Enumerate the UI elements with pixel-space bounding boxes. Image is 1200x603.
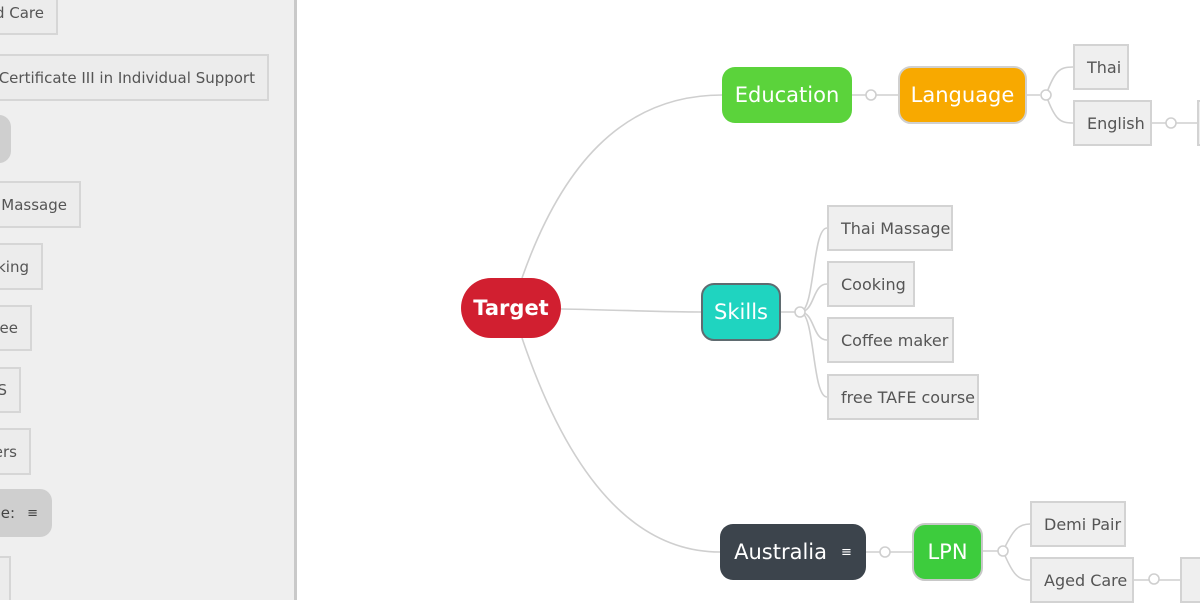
- topic-language[interactable]: Language: [898, 66, 1027, 124]
- link-skills: [560, 308, 702, 313]
- panel-topic[interactable]: Certificate III in Individual Support: [0, 54, 269, 101]
- topic-education[interactable]: Education: [722, 67, 852, 123]
- topic-label: free TAFE course: [841, 387, 975, 407]
- panel-topic[interactable]: king: [0, 243, 43, 290]
- topic-label: Cooking: [841, 274, 906, 294]
- subtopic-demi-pair[interactable]: Demi Pair: [1030, 501, 1126, 547]
- subtopic-cooking[interactable]: Cooking: [827, 261, 915, 307]
- link-australia: [521, 337, 721, 553]
- topic-australia[interactable]: Australia ≡: [720, 524, 866, 580]
- collapse-handle: [1165, 117, 1177, 129]
- subtopic-coffee-maker[interactable]: Coffee maker: [827, 317, 954, 363]
- side-panel: d Care Certificate III in Individual Sup…: [0, 0, 297, 600]
- panel-topic-group[interactable]: [0, 115, 11, 163]
- central-topic-target[interactable]: Target: [461, 278, 561, 338]
- notes-icon[interactable]: ≡: [840, 544, 852, 560]
- notes-icon[interactable]: ≡: [27, 505, 38, 521]
- subtopic-clipped[interactable]: [1180, 557, 1200, 603]
- topic-label: Education: [734, 83, 840, 107]
- subtopic-aged-care[interactable]: Aged Care: [1030, 557, 1134, 603]
- collapse-handle: [879, 546, 891, 558]
- panel-topic[interactable]: ee: [0, 305, 32, 351]
- topic-label: Coffee maker: [841, 330, 949, 350]
- topic-label: Aged Care: [1044, 570, 1128, 590]
- panel-topic[interactable]: ers: [0, 428, 31, 475]
- topic-label: Language: [910, 83, 1015, 107]
- subtopic-english[interactable]: English: [1073, 100, 1152, 146]
- collapse-handle: [1148, 573, 1160, 585]
- topic-label: Demi Pair: [1044, 514, 1122, 534]
- subtopic-thai-massage[interactable]: Thai Massage: [827, 205, 953, 251]
- topic-label: Thai Massage: [841, 218, 951, 238]
- topic-label: Certificate III in Individual Support: [0, 68, 255, 87]
- topic-label: Massage: [1, 195, 67, 214]
- topic-label: king: [0, 257, 29, 276]
- topic-label: Thai: [1087, 57, 1122, 77]
- collapse-handle: [997, 545, 1009, 557]
- topic-label: English: [1087, 113, 1145, 133]
- panel-topic[interactable]: S: [0, 367, 21, 413]
- topic-label: LPN: [927, 540, 968, 564]
- topic-label: S: [0, 381, 7, 399]
- topic-label: ee: [0, 319, 18, 337]
- subtopic-thai[interactable]: Thai: [1073, 44, 1129, 90]
- subtopic-clipped[interactable]: [1197, 100, 1200, 146]
- topic-label: Australia: [734, 540, 827, 564]
- panel-topic-group[interactable]: e: ≡: [0, 489, 52, 537]
- collapse-handle: [865, 89, 877, 101]
- topic-label: ers: [0, 442, 17, 461]
- panel-topic[interactable]: [0, 556, 11, 600]
- topic-skills[interactable]: Skills: [701, 283, 781, 341]
- collapse-handle: [794, 306, 806, 318]
- topic-label: Target: [473, 296, 549, 320]
- topic-label: Skills: [714, 300, 768, 324]
- topic-label: d Care: [0, 3, 44, 22]
- topic-label: e:: [0, 504, 16, 522]
- subtopic-free-tafe-course[interactable]: free TAFE course: [827, 374, 979, 420]
- panel-topic[interactable]: Massage: [0, 181, 81, 228]
- topic-lpn[interactable]: LPN: [912, 523, 983, 581]
- collapse-handle: [1040, 89, 1052, 101]
- link-education: [521, 94, 723, 279]
- panel-topic[interactable]: d Care: [0, 0, 58, 35]
